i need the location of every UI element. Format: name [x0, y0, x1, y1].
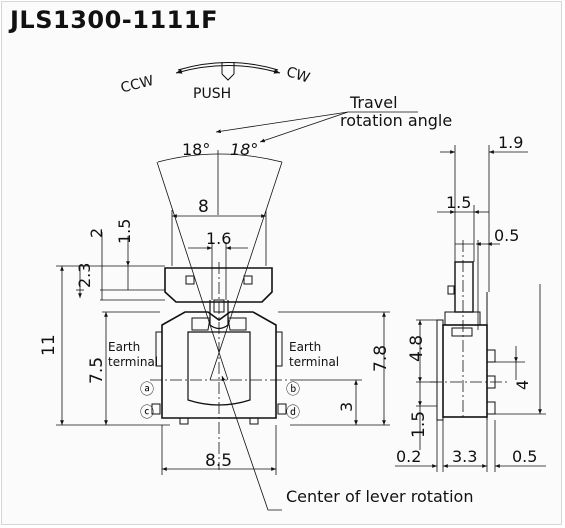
angle-left-label: 18°	[182, 140, 210, 159]
travel-leader	[215, 111, 418, 143]
dim-0-5-side-bottom: 0.5	[512, 447, 537, 466]
terminal-d: ⓓ	[286, 405, 300, 421]
rotation-indicator	[175, 62, 281, 81]
earth-right-label-1: Earth	[289, 340, 321, 354]
center-of-rotation-label: Center of lever rotation	[286, 487, 473, 506]
dim-8-5: 8.5	[205, 451, 232, 471]
terminal-c: ⓒ	[140, 405, 154, 421]
dim-0-2: 0.2	[396, 447, 421, 466]
dim-11: 11	[39, 334, 59, 356]
dim-1-5-front: 1.5	[115, 219, 134, 244]
dim-7-8: 7.8	[371, 345, 391, 372]
dim-2: 2	[87, 228, 106, 238]
dim-3-3: 3.3	[452, 447, 477, 466]
travel-label: Travel	[349, 93, 398, 112]
page-title: JLS1300-1111F	[10, 6, 218, 34]
dim-1-5-side-bottom: 1.5	[409, 411, 429, 438]
ccw-label: CCW	[119, 73, 155, 97]
front-view	[56, 161, 390, 511]
dim-0-5-side-top: 0.5	[494, 226, 519, 245]
dim-4-8: 4.8	[407, 335, 427, 362]
earth-left-label-1: Earth	[108, 340, 140, 354]
dim-2-3: 2.3	[75, 263, 94, 288]
rotation-angle-label: rotation angle	[340, 111, 452, 130]
side-view	[395, 145, 546, 472]
dim-3-front: 3	[337, 402, 356, 412]
dim-1-6: 1.6	[206, 229, 231, 248]
terminal-a: ⓐ	[140, 382, 154, 398]
earth-left-label-2: terminal	[108, 355, 158, 369]
dim-8: 8	[198, 197, 209, 217]
dim-1-9: 1.9	[498, 133, 523, 152]
cw-label: CW	[284, 64, 312, 87]
earth-right-label-2: terminal	[289, 355, 339, 369]
dim-7-5: 7.5	[87, 357, 107, 384]
angle-right-label: 18°	[230, 140, 258, 159]
dim-1-5-side-top: 1.5	[446, 193, 471, 212]
angle-arc	[157, 150, 283, 215]
terminal-b: ⓑ	[286, 382, 300, 398]
dim-4-side: 4	[513, 380, 532, 390]
push-label: PUSH	[193, 86, 231, 102]
